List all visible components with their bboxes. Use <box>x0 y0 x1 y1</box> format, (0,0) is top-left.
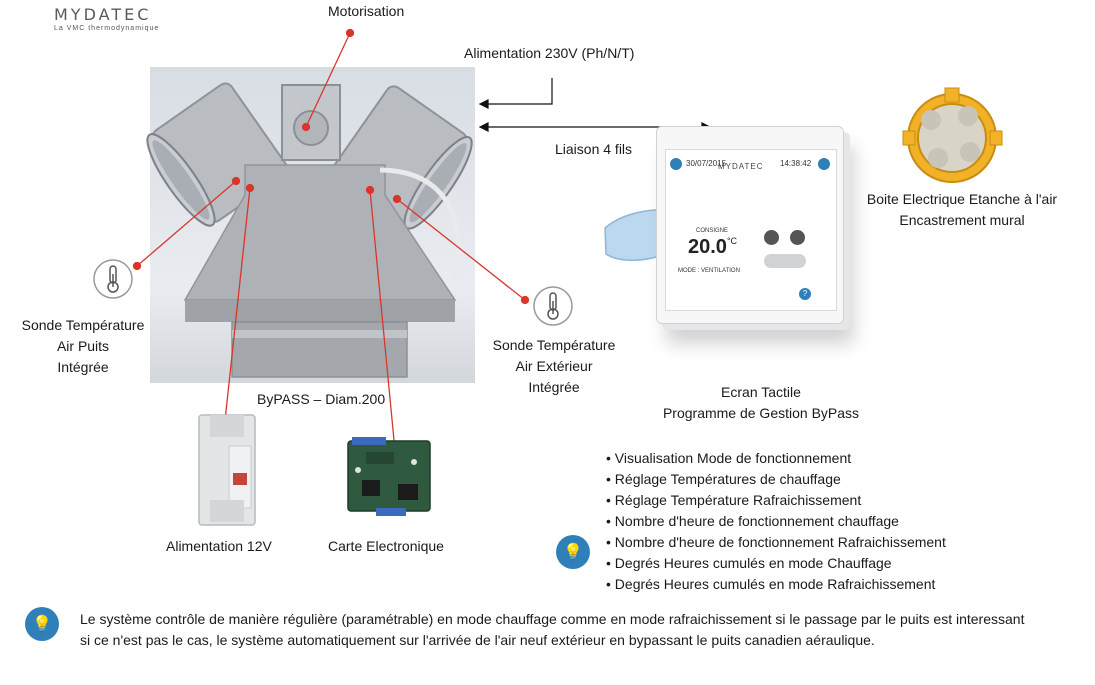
screen-thermostat-button[interactable] <box>764 230 779 245</box>
screen-temperature: 20.0°C <box>688 236 737 259</box>
bypass-photo <box>150 67 475 383</box>
bottom-note-line-2: si ce n'est pas le cas, le système autom… <box>80 632 875 648</box>
screen-temperature-value: 20.0 <box>688 236 727 258</box>
feature-item: • Réglage Températures de chauffage <box>606 471 841 487</box>
touch-screen-display: 30/07/2015 MYDATEC 14:38:42 CONSIGNE 20.… <box>665 149 837 311</box>
label-boite-line-1: Boite Electrique Etanche à l'air <box>866 191 1058 207</box>
label-sonde-ext-line-3: Intégrée <box>528 379 580 395</box>
bottom-note: Le système contrôle de manière régulière… <box>80 609 1070 651</box>
electrical-box-illustration <box>902 87 1003 183</box>
screen-mode-toggle[interactable] <box>764 254 806 268</box>
feature-item: • Nombre d'heure de fonctionnement chauf… <box>606 513 899 529</box>
screen-mode: MODE : VENTILATION <box>678 268 740 274</box>
label-sonde-exterieur: Sonde Température Air Extérieur Intégrée <box>482 335 626 398</box>
lightbulb-icon: 💡 <box>556 535 590 569</box>
bottom-note-line-1: Le système contrôle de manière régulière… <box>80 611 1025 627</box>
feature-item: • Degrés Heures cumulés en mode Chauffag… <box>606 555 892 571</box>
label-ecran-tactile: Ecran Tactile Programme de Gestion ByPas… <box>652 382 870 424</box>
power-supply-12v-illustration <box>198 414 256 526</box>
thermometer-icon-ext <box>533 286 573 326</box>
label-sonde-ext-line-2: Air Extérieur <box>515 358 593 374</box>
label-alimentation-12v: Alimentation 12V <box>166 538 272 554</box>
label-sonde-puits-line-3: Intégrée <box>57 359 109 375</box>
screen-logo: MYDATEC <box>718 162 764 171</box>
thermometer-icon-puits <box>93 259 133 299</box>
label-motorisation: Motorisation <box>328 3 405 19</box>
label-alimentation-230v: Alimentation 230V (Ph/N/T) <box>464 45 635 61</box>
screen-consigne: CONSIGNE <box>696 228 729 234</box>
feature-item: • Réglage Température Rafraichissement <box>606 492 862 508</box>
screen-time: 14:38:42 <box>780 159 812 168</box>
feature-item: • Visualisation Mode de fonctionnement <box>606 450 852 466</box>
label-boite-line-2: Encastrement mural <box>899 212 1025 228</box>
label-sonde-puits-line-2: Air Puits <box>56 338 110 354</box>
power-arrow <box>478 78 553 109</box>
feature-item: • Degrés Heures cumulés en mode Rafraich… <box>606 576 936 592</box>
label-ecran-line-1: Ecran Tactile <box>721 384 801 400</box>
screen-temperature-unit: °C <box>726 236 738 246</box>
label-sonde-puits-line-1: Sonde Température <box>21 317 145 333</box>
label-carte-electronique: Carte Electronique <box>328 538 444 554</box>
label-bypass: ByPASS – Diam.200 <box>257 391 386 407</box>
brand-name: MYDATEC <box>54 5 152 24</box>
label-sonde-ext-line-1: Sonde Température <box>492 337 616 353</box>
lightbulb-icon: 💡 <box>25 607 59 641</box>
brand-tagline: La VMC thermodynamique <box>54 25 160 32</box>
screen-next-arrow-icon[interactable] <box>818 158 830 170</box>
touch-screen-device: 30/07/2015 MYDATEC 14:38:42 CONSIGNE 20.… <box>656 126 844 324</box>
screen-prev-arrow-icon[interactable] <box>670 158 682 170</box>
screen-settings-button[interactable] <box>790 230 805 245</box>
screen-date: 30/07/2015 <box>686 159 727 168</box>
label-ecran-line-2: Programme de Gestion ByPass <box>662 405 860 421</box>
feature-item: • Nombre d'heure de fonctionnement Rafra… <box>606 534 946 550</box>
label-sonde-puits: Sonde Température Air Puits Intégrée <box>10 315 156 378</box>
electronic-board-illustration <box>347 437 431 516</box>
features-list: • Visualisation Mode de fonctionnement •… <box>606 448 946 595</box>
label-liaison-4-fils: Liaison 4 fils <box>555 141 633 157</box>
brand-logo: MYDATEC La VMC thermodynamique <box>54 5 159 32</box>
label-boite-electrique: Boite Electrique Etanche à l'air Encastr… <box>864 189 1060 231</box>
screen-help-icon[interactable]: ? <box>799 288 811 300</box>
